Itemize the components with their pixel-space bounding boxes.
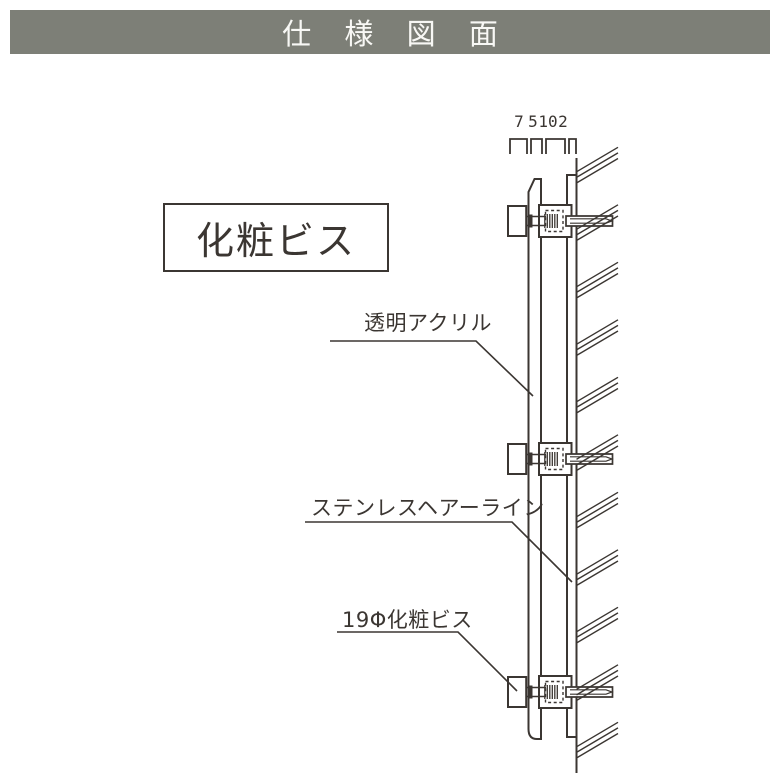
wall-hatching	[576, 146, 619, 759]
leader-lines	[305, 340, 573, 692]
dimension-value-10: 10	[538, 112, 558, 131]
dimension-value-5: 5	[528, 112, 538, 131]
page-title: 仕 様 図 面	[282, 17, 510, 51]
header-bar: 仕 様 図 面	[10, 10, 770, 54]
screw-assembly-bottom	[507, 675, 614, 709]
leader-screw19	[337, 631, 518, 692]
decorative-screw-label: 化粧ビス	[195, 219, 356, 263]
dimension-value-7: 7	[514, 112, 524, 131]
leader-stainless	[305, 521, 573, 583]
dimension-brackets	[509, 138, 577, 154]
dimension-value-2: 2	[558, 112, 568, 131]
decorative-screw-label-box: 化粧ビス	[163, 203, 389, 272]
clear-acrylic-label: 透明アクリル	[364, 311, 492, 335]
acrylic-panel	[527, 178, 542, 740]
screw-19phi-label: 19Φ化粧ビス	[342, 608, 473, 632]
stainless-hairline-label: ステンレスヘアーライン	[311, 496, 545, 520]
screw-assembly-top	[507, 204, 614, 238]
leader-acrylic	[330, 340, 534, 397]
